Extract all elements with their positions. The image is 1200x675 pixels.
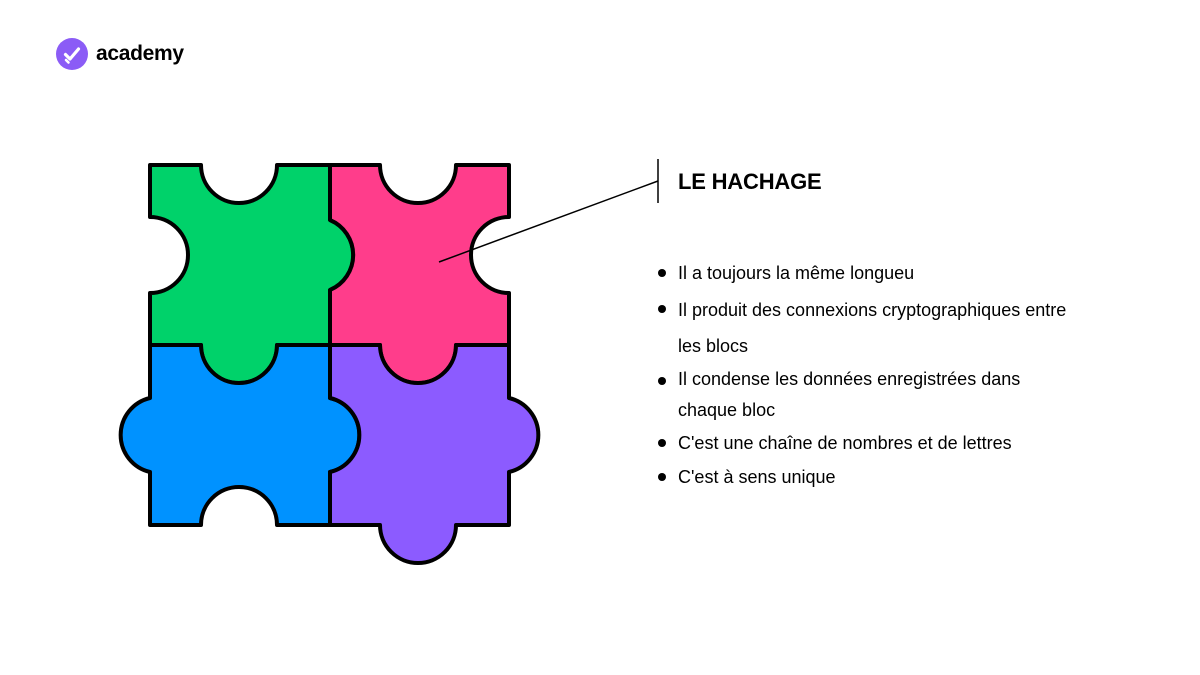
bullet-text: Il condense les données enregistrées dan…	[678, 369, 1021, 420]
check-badge-icon	[56, 38, 88, 70]
bullet-dot-icon	[658, 269, 666, 277]
bullet-list: Il a toujours la même longueu Il produit…	[658, 256, 1078, 494]
bullet-dot-icon	[658, 305, 666, 313]
bullet-item: Il a toujours la même longueu	[658, 256, 1078, 290]
diagram-title: LE HACHAGE	[678, 169, 822, 194]
bullet-item: Il produit des connexions cryptographiqu…	[658, 292, 1078, 364]
brand-name: academy	[96, 42, 184, 65]
bullet-item: C'est une chaîne de nombres et de lettre…	[658, 426, 1078, 460]
bullet-text: C'est une chaîne de nombres et de lettre…	[678, 433, 1012, 453]
bullet-text: Il produit des connexions cryptographiqu…	[678, 300, 1067, 356]
bullet-dot-icon	[658, 377, 666, 385]
brand-logo: academy	[56, 38, 184, 70]
bullet-dot-icon	[658, 473, 666, 481]
bullet-item: C'est à sens unique	[658, 460, 1078, 494]
puzzle-piece-purple	[328, 343, 541, 565]
bullet-item: Il condense les données enregistrées dan…	[658, 364, 1078, 426]
bullet-dot-icon	[658, 439, 666, 447]
bullet-text: Il a toujours la même longueu	[678, 263, 915, 283]
bullet-text: C'est à sens unique	[678, 467, 836, 487]
